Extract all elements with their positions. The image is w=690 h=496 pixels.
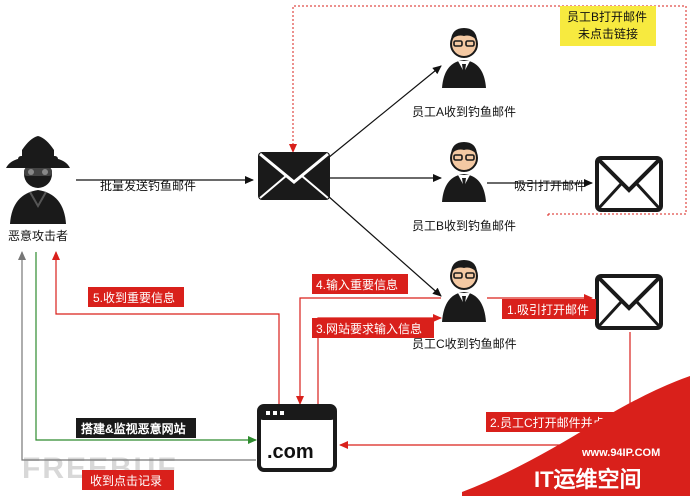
- it-watermark: www.94IP.COM IT运维空间: [462, 376, 690, 496]
- note-line1: 员工B打开邮件: [567, 10, 647, 24]
- step2-tag: 2.员工C打开邮件并点: [486, 412, 616, 432]
- hacker-icon: [6, 136, 70, 224]
- attract-open-label: 吸引打开邮件: [514, 179, 586, 193]
- website-icon: .com: [257, 404, 337, 472]
- step5-label: 5.收到重要信息: [93, 290, 175, 305]
- employee-c-icon: [442, 260, 486, 322]
- watermark-name: IT运维空间: [534, 467, 642, 492]
- step5-tag: 5.收到重要信息: [88, 287, 184, 307]
- employee-a-icon: [442, 28, 486, 88]
- attacker-label: 恶意攻击者: [8, 228, 68, 243]
- edge-step4: [296, 297, 441, 405]
- step1-label: 1.吸引打开邮件: [507, 303, 589, 317]
- employee-a-label: 员工A收到钓鱼邮件: [412, 105, 516, 119]
- employee-c-label: 员工C收到钓鱼邮件: [412, 337, 517, 351]
- build-monitor-tag: 搭建&监视恶意网站: [76, 418, 196, 438]
- step1-tag: 1.吸引打开邮件: [502, 299, 596, 319]
- step4-tag: 4.输入重要信息: [312, 274, 408, 294]
- mail-outline-icon-c: [595, 274, 663, 330]
- edge-build-monitor: [35, 252, 257, 444]
- website-label: .com: [267, 441, 314, 463]
- receive-click-label: 收到点击记录: [90, 474, 162, 488]
- edge-employee-b-note-loop: [293, 5, 687, 216]
- phishing-envelope-icon: [258, 152, 330, 200]
- employee-b-icon: [442, 142, 486, 202]
- watermark-url: www.94IP.COM: [581, 447, 660, 459]
- step3-label: 3.网站要求输入信息: [316, 321, 422, 336]
- employee-b-label: 员工B收到钓鱼邮件: [412, 219, 516, 233]
- build-monitor-label: 搭建&监视恶意网站: [81, 421, 186, 436]
- edge-to-employee-c: [327, 195, 442, 297]
- edge-receive-click: [18, 251, 256, 461]
- step2-label: 2.员工C打开邮件并点: [490, 416, 605, 430]
- edge-to-employee-a: [327, 65, 442, 159]
- edge-step5: [52, 251, 280, 404]
- step4-label: 4.输入重要信息: [316, 277, 398, 292]
- mail-outline-icon-b: [595, 156, 663, 212]
- step3-tag: 3.网站要求输入信息: [312, 318, 434, 338]
- bulk-send-label: 批量发送钓鱼邮件: [100, 178, 196, 193]
- note-line2: 未点击链接: [578, 26, 638, 41]
- employee-b-note: 员工B打开邮件 未点击链接: [560, 6, 656, 46]
- receive-click-tag: 收到点击记录: [82, 470, 174, 490]
